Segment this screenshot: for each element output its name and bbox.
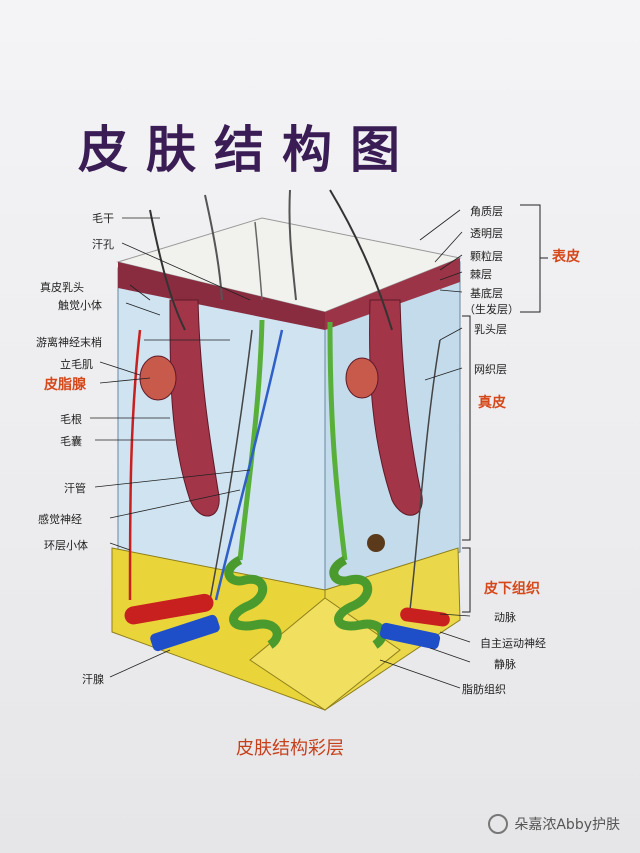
label-sebaceous-gland: 皮脂腺	[44, 377, 86, 393]
artery-line	[128, 329, 142, 601]
nerve-1	[209, 329, 253, 601]
label-dermis: 真皮	[478, 395, 506, 411]
label-sweat-gland: 汗腺	[82, 673, 104, 686]
sebaceous-left	[139, 355, 177, 401]
follicle-left	[169, 299, 220, 517]
hair-4	[329, 189, 393, 331]
nerve-2	[409, 339, 441, 611]
sweat-duct-left	[237, 319, 265, 561]
label-stratum-corneum: 角质层	[470, 205, 503, 218]
label-subcutis: 皮下组织	[484, 581, 540, 597]
label-sweat-duct: 汗管	[64, 482, 86, 495]
page-title: 皮肤结构图	[78, 121, 418, 179]
watermark: 朵嘉浓Abby护肤	[488, 814, 620, 834]
artery-left	[124, 593, 214, 625]
label-hair-follicle: 毛囊	[60, 435, 82, 448]
bracket-subcutis	[462, 547, 471, 613]
label-tactile-corpuscle: 触觉小体	[58, 299, 102, 312]
label-arrector-pili: 立毛肌	[60, 358, 93, 371]
label-stratum-spinosum: 棘层	[470, 268, 492, 281]
lamellar-corpuscle	[367, 534, 385, 552]
bracket-epidermis	[520, 204, 548, 313]
label-adipose-tissue: 脂肪组织	[462, 683, 506, 696]
label-sweat-pore: 汗孔	[92, 238, 114, 251]
bracket-dermis	[462, 315, 471, 541]
follicle-right	[369, 299, 423, 516]
sweat-duct-right	[327, 321, 348, 561]
label-stratum-basale: 基底层	[470, 287, 503, 300]
label-dermal-papilla: 真皮乳头	[40, 281, 84, 294]
label-artery: 动脉	[494, 611, 516, 624]
label-papillary-layer: 乳头层	[474, 323, 507, 336]
wechat-logo-icon	[488, 814, 509, 834]
label-lamellar-corpuscle: 环层小体	[44, 539, 88, 552]
label-hair-root: 毛根	[60, 413, 82, 426]
label-stratum-lucidum: 透明层	[470, 227, 503, 240]
vein-left	[150, 614, 220, 652]
label-stratum-granulosum: 颗粒层	[470, 250, 503, 263]
label-hair-shaft: 毛干	[92, 212, 114, 225]
hair-5	[254, 221, 263, 301]
label-germinative-layer: （生发层）	[464, 303, 519, 316]
leader-lines	[90, 209, 471, 689]
hair-1	[149, 209, 186, 331]
label-sensory-nerve: 感觉神经	[38, 513, 82, 526]
sweat-gland-left	[224, 555, 282, 649]
sweat-gland-right	[329, 555, 387, 649]
artery-right	[400, 607, 450, 627]
epidermis-side-layer	[325, 258, 460, 330]
label-free-nerve-ending: 游离神经末梢	[36, 336, 102, 349]
label-vein: 静脉	[494, 658, 516, 671]
vein-line	[214, 329, 284, 601]
sebaceous-right	[345, 357, 379, 399]
label-autonomic-nerve: 自主运动神经	[480, 637, 546, 650]
watermark-text: 朵嘉浓Abby护肤	[514, 817, 620, 833]
hair-2	[204, 194, 223, 301]
label-epidermis: 表皮	[552, 249, 580, 265]
diagram-caption: 皮肤结构彩层	[236, 738, 344, 759]
label-reticular-layer: 网织层	[474, 363, 507, 376]
hair-3	[288, 189, 297, 301]
vein-right	[379, 622, 441, 650]
